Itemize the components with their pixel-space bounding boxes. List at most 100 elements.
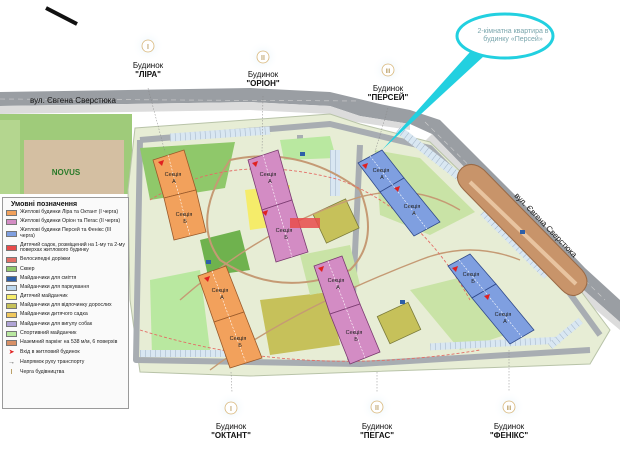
svg-text:I: I	[147, 44, 149, 51]
legend-swatch	[6, 210, 17, 216]
feniks-section-a-letter: Б	[471, 279, 475, 285]
novus-building	[24, 140, 124, 194]
lira-section-a-word: Секція	[165, 172, 182, 178]
legend-item: Майданчики для сміття	[6, 275, 126, 282]
legend-swatch	[6, 230, 17, 237]
legend-swatch	[6, 257, 17, 264]
bike-lanes	[139, 168, 481, 362]
building-oktant	[197, 265, 263, 369]
legend-item: →Напрямок руху транспорту	[8, 358, 85, 367]
street-top-label: вул. Євгена Сверстюка	[30, 96, 116, 105]
legend-item: Житлові будинки Оріон та Пегас (ІІ черга…	[6, 219, 126, 226]
store-label: NOVUS	[52, 168, 81, 177]
corner-stroke	[45, 6, 78, 26]
central-loop	[206, 155, 369, 284]
pegas-section-a-word: Секція	[328, 278, 345, 284]
label-orion: Будинок"ОРІОН"	[246, 70, 280, 88]
legend-swatch	[6, 219, 17, 226]
legend-swatch	[6, 275, 17, 282]
legend-swatch	[6, 321, 17, 328]
legend-item: ➤Вхід в житловий будинок	[6, 349, 126, 356]
building-persei	[357, 149, 441, 237]
oktant-section-a-letter: А	[220, 295, 224, 301]
label-oktant: Будинок"ОКТАНТ"	[211, 422, 251, 440]
legend: Умовні позначення Житлові будинки Ліра т…	[2, 197, 129, 409]
svg-text:III: III	[385, 69, 390, 75]
phase-badge-lira: I	[132, 30, 164, 62]
sidewalk-top	[0, 102, 410, 130]
trash-points	[206, 152, 525, 304]
legend-swatch	[6, 293, 17, 300]
diagonal-path-1	[179, 191, 461, 301]
oktant-section-b-word: Секція	[230, 336, 247, 342]
legend-swatch	[6, 266, 17, 273]
svg-text:II: II	[375, 405, 379, 412]
legend-swatch	[6, 284, 17, 291]
persei-section-b-word: Секція	[404, 204, 421, 210]
label-persei: Будинок"ПЕРСЕЙ"	[367, 84, 409, 102]
svg-text:II: II	[261, 55, 265, 62]
legend-item: Майданчики для паркування	[6, 284, 126, 291]
callout-text: 2-кімнатна квартира в будинку «Персей»	[477, 28, 549, 43]
legend-swatch	[6, 339, 17, 346]
oktant-section-a-word: Секція	[212, 288, 229, 294]
entrance-arrow-icon: ➤	[8, 349, 15, 356]
legend-item: Житлові будинки Персей та Фенікс (ІІІ че…	[6, 228, 126, 239]
legend-item: Наземний паркінг на 538 м/м, 6 поверхів	[6, 339, 126, 346]
persei-section-a-letter: А	[380, 175, 384, 181]
oktant-section-b-letter: Б	[238, 343, 242, 349]
legend-item: Майданчики дитячого садка	[6, 312, 126, 319]
legend-swatch	[6, 330, 17, 337]
pegas-section-a-letter: А	[336, 285, 340, 291]
persei-section-b-letter: А	[412, 211, 416, 217]
lira-section-b-word: Секція	[176, 212, 193, 218]
feniks-section-b-letter: А	[503, 319, 507, 325]
legend-item: Майданчики для відпочинку дорослих	[6, 303, 126, 310]
section-labels: Секція А Секція Б Секція А Секція Б Секц…	[165, 168, 512, 349]
street-top-centerline	[0, 98, 361, 102]
legend-item: Спортивний майданчик	[6, 330, 126, 337]
lira-section-a-letter: А	[172, 179, 176, 185]
legend-item: Дитячий садок, розміщений на 1-му та 2-м…	[6, 242, 126, 254]
svg-text:III: III	[506, 406, 511, 412]
feniks-section-a-word: Секція	[463, 272, 480, 278]
phase-roman-icon: Ⅰ	[10, 369, 13, 377]
street-top	[0, 88, 410, 124]
label-feniks: Будинок"ФЕНІКС"	[489, 422, 529, 440]
label-lira: Будинок"ЛІРА"	[132, 61, 164, 79]
novus-pad	[0, 120, 20, 194]
court-south	[376, 301, 422, 345]
pegas-section-b-letter: Б	[354, 337, 358, 343]
legend-item: Дитячий майданчик	[6, 293, 126, 300]
lira-section-b-letter: Б	[183, 219, 187, 225]
orion-section-b-word: Секція	[276, 228, 293, 234]
entrance-arrows	[158, 160, 490, 300]
legend-item: Сквер	[6, 266, 126, 273]
phase-badge-pegas: II	[361, 391, 393, 423]
phase-badge-feniks: III	[493, 391, 525, 423]
label-pegas: Будинок"ПЕГАС"	[359, 422, 395, 440]
persei-section-a-word: Секція	[373, 168, 390, 174]
traffic-direction-icon: →	[8, 359, 15, 367]
highlight-callout	[382, 12, 555, 150]
legend-item: Житлові будинки Ліра та Октант (І черга)	[6, 210, 126, 216]
building-orion	[247, 149, 320, 263]
legend-item: Майданчики для вигулу собак	[6, 321, 126, 328]
building-lira	[152, 149, 207, 241]
legend-swatch	[6, 303, 17, 310]
leader-lines	[147, 87, 510, 393]
building-pegas	[313, 255, 381, 365]
legend-swatch	[6, 312, 17, 319]
orion-section-b-letter: Б	[284, 235, 288, 241]
pegas-section-b-word: Секція	[346, 330, 363, 336]
legend-title: Умовні позначення	[11, 201, 78, 208]
legend-swatch	[6, 245, 17, 252]
orion-section-a-word: Секція	[260, 172, 277, 178]
orion-section-a-letter: А	[268, 179, 272, 185]
legend-list: Житлові будинки Ліра та Октант (І черга)…	[3, 210, 128, 376]
phase-badge-oktant: I	[215, 392, 247, 424]
feniks-section-b-word: Секція	[495, 312, 512, 318]
